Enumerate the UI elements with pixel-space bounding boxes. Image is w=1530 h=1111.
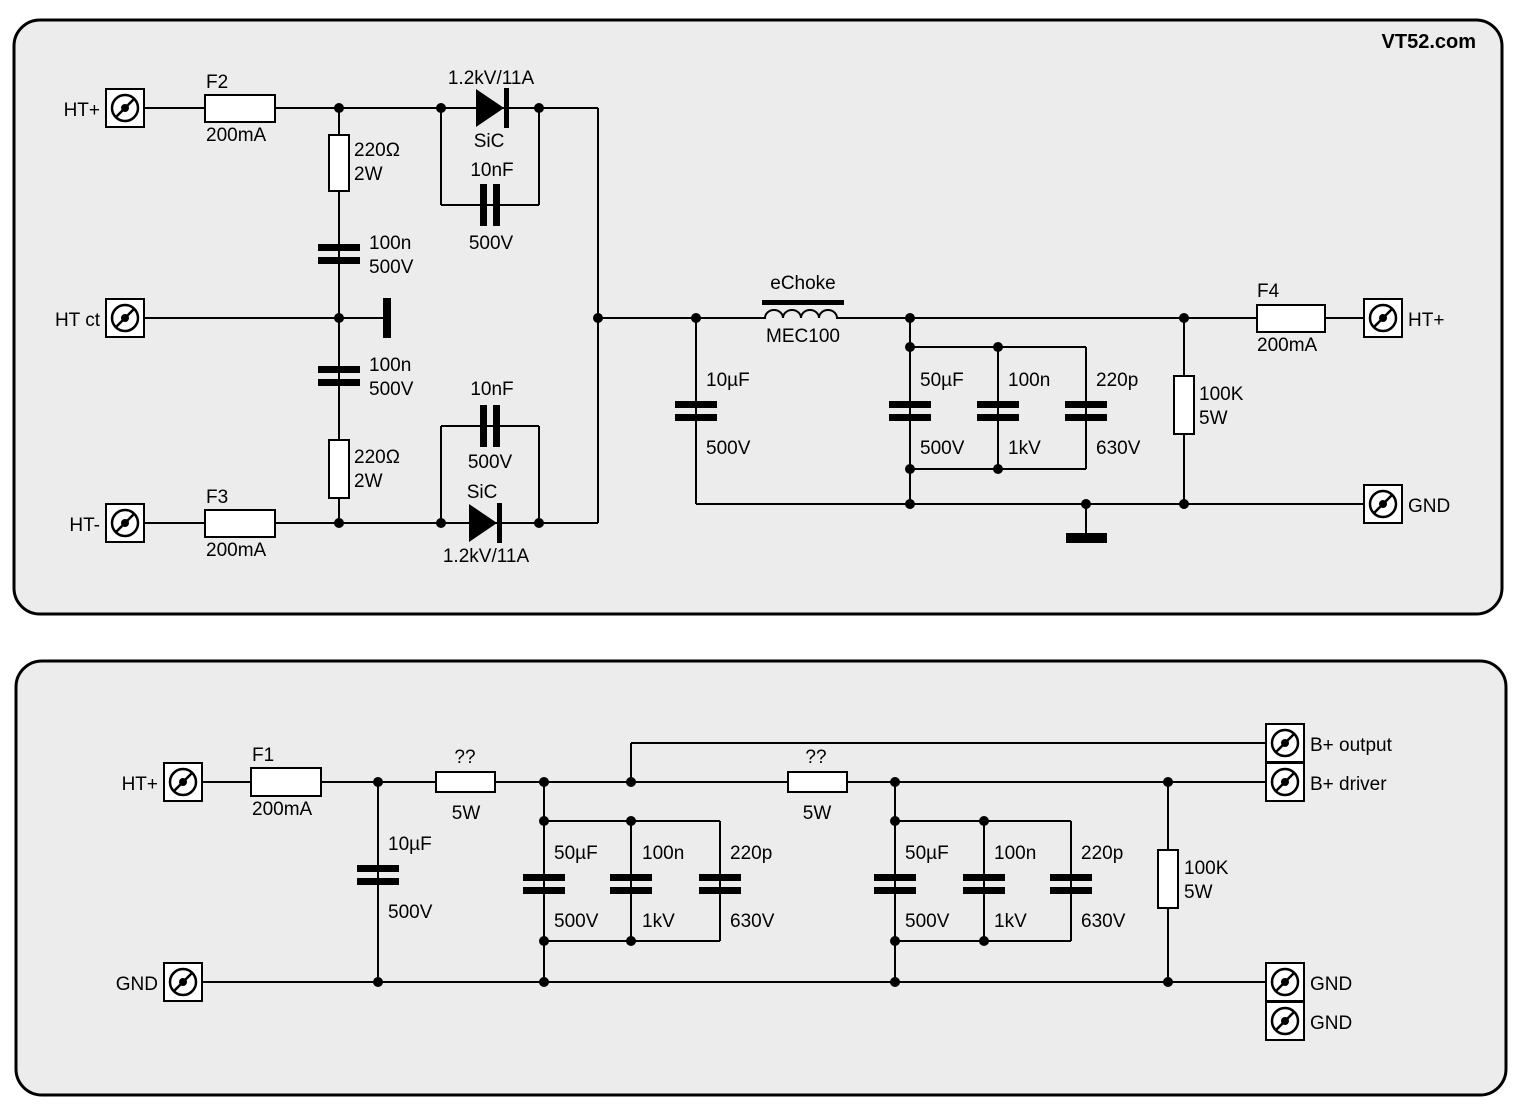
label-gnd-out2: GND [1310,1013,1352,1034]
capacitor-upper-value: 100n [369,233,411,254]
bank1-c1-value: 50µF [554,843,598,864]
fuse-f2-rating: 200mA [206,125,267,146]
bank1-c2-voltage: 1kV [642,911,675,932]
ground-symbol [1066,533,1107,543]
label-ht-minus: HT- [69,515,100,536]
diode-upper-type: SiC [474,131,505,152]
bottom-panel-frame [14,659,1508,1097]
echoke-name: eChoke [770,273,836,294]
label-ht-plus-out: HT+ [1408,310,1444,331]
bleeder-resistor-b [1157,849,1179,909]
brand-label: VT52.com [1382,31,1476,53]
resistor-upper [328,134,350,192]
diode-lower [469,503,502,543]
diode-upper [476,88,509,128]
fuse-f1 [250,767,322,797]
bank1-c3-voltage: 630V [730,911,775,932]
diode-lower-rating: 1.2kV/11A [443,546,530,567]
bank2-c3-value: 220p [1081,843,1123,864]
capacitor-10uf-b-value: 10µF [388,834,432,855]
fuse-f1-name: F1 [252,745,274,766]
top-panel: VT52.com [12,18,1504,616]
resistor-2-value: ?? [805,747,826,768]
capacitor-50uf-voltage: 500V [920,438,965,459]
fuse-f4-rating: 200mA [1257,335,1318,356]
diode-lower-type: SiC [467,482,498,503]
bank2-c1-voltage: 500V [905,911,950,932]
resistor-1-power: 5W [452,803,481,824]
label-gnd-in: GND [116,974,158,995]
terminal-gnd-out1-icon [1264,961,1306,1003]
fuse-f2 [204,94,276,123]
terminal-ht-plus-in-icon [104,87,146,129]
bleeder-power: 5W [1199,408,1228,429]
resistor-1 [435,771,496,793]
label-gnd: GND [1408,496,1450,517]
terminal-gnd-in-icon [162,961,204,1003]
resistor-2 [787,771,848,793]
bank2-c3-voltage: 630V [1081,911,1126,932]
capacitor-10uf-value: 10µF [706,370,750,391]
capacitor-lower-value: 100n [369,355,411,376]
fuse-f4-name: F4 [1257,281,1280,302]
terminal-gnd-out2-icon [1264,1000,1306,1042]
capacitor-220p-voltage: 630V [1096,438,1141,459]
terminal-ht-plus-out-icon [1362,297,1404,339]
bank1-c3-value: 220p [730,843,772,864]
bank1-c1-voltage: 500V [554,911,599,932]
resistor-upper-value: 220Ω [354,140,400,161]
snubber-upper-value: 10nF [470,160,513,181]
label-b-driver: B+ driver [1310,774,1387,795]
label-gnd-out1: GND [1310,974,1352,995]
bank2-c1-value: 50µF [905,843,949,864]
resistor-1-value: ?? [454,747,475,768]
terminal-b-output-icon [1264,722,1306,764]
bank2-c2-voltage: 1kV [994,911,1027,932]
terminal-ht-minus-icon [104,502,146,544]
label-b-output: B+ output [1310,735,1393,756]
capacitor-lower-voltage: 500V [369,379,414,400]
snubber-upper-voltage: 500V [469,233,514,254]
capacitor-100n-voltage: 1kV [1008,438,1041,459]
resistor-lower-value: 220Ω [354,447,400,468]
ground-symbol-ct [383,298,391,338]
resistor-2-power: 5W [803,803,832,824]
terminal-ht-ct-icon [104,297,146,339]
bank2-c2-value: 100n [994,843,1036,864]
fuse-f4 [1256,304,1326,333]
bleeder-b-power: 5W [1184,882,1213,903]
label-ht-ct: HT ct [55,310,101,331]
fuse-f3-rating: 200mA [206,540,267,561]
terminal-gnd-icon [1362,483,1404,525]
diode-upper-rating: 1.2kV/11A [448,68,535,89]
capacitor-upper-voltage: 500V [369,257,414,278]
echoke-inductor [755,300,855,326]
terminal-b-driver-icon [1264,761,1306,803]
fuse-f2-name: F2 [206,72,228,93]
capacitor-10uf-voltage: 500V [706,438,751,459]
echoke-model: MEC100 [766,326,840,347]
capacitor-100n-value: 100n [1008,370,1050,391]
snubber-lower-value: 10nF [470,379,513,400]
label-ht-plus: HT+ [122,774,158,795]
resistor-upper-power: 2W [354,164,383,185]
capacitor-220p-value: 220p [1096,370,1138,391]
fuse-f3-name: F3 [206,487,228,508]
bleeder-value: 100K [1199,384,1244,405]
terminal-ht-plus-icon [162,761,204,803]
bottom-panel: HT+ GND B+ output B+ driver GND GND F1 2… [14,659,1508,1097]
capacitor-50uf-value: 50µF [920,370,964,391]
bleeder-resistor [1173,375,1195,435]
resistor-lower-power: 2W [354,471,383,492]
resistor-lower [328,439,350,499]
snubber-lower-voltage: 500V [468,452,513,473]
capacitor-10uf-b-voltage: 500V [388,902,433,923]
fuse-f3 [204,509,276,538]
bleeder-b-value: 100K [1184,858,1229,879]
label-ht-plus-in: HT+ [64,100,100,121]
fuse-f1-rating: 200mA [252,799,313,820]
bank1-c2-value: 100n [642,843,684,864]
